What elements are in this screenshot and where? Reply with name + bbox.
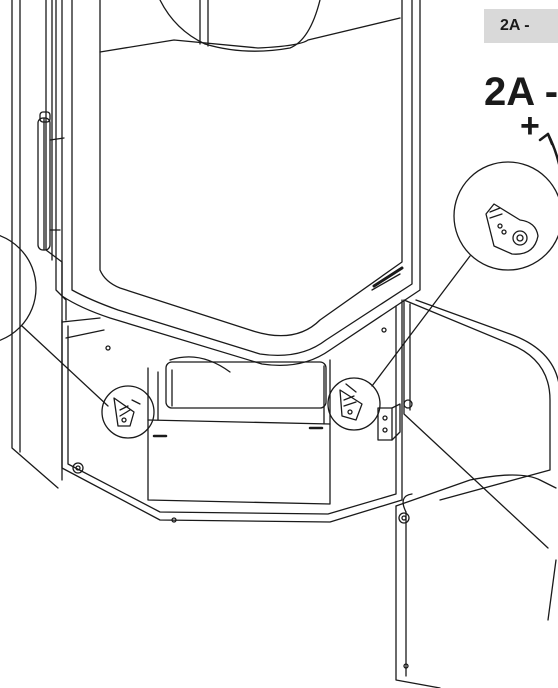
detail-magnifier-right	[327, 161, 558, 431]
base-panel	[61, 299, 403, 523]
door-hinge-icon[interactable]	[37, 111, 65, 251]
detail-magnifier-left	[0, 235, 109, 407]
plus-symbol: +	[520, 107, 540, 145]
glass-door	[61, 0, 421, 367]
detail-magnifier-center	[101, 385, 155, 439]
door-catch	[377, 399, 413, 441]
left-cabinet-panel	[11, 0, 67, 489]
ash-drawer[interactable]	[147, 356, 331, 505]
step-label: 2A -	[484, 70, 558, 114]
lower-door-open[interactable]	[395, 299, 558, 688]
rotation-arrow-icon	[538, 132, 558, 165]
step-tag: 2A -	[484, 9, 558, 43]
